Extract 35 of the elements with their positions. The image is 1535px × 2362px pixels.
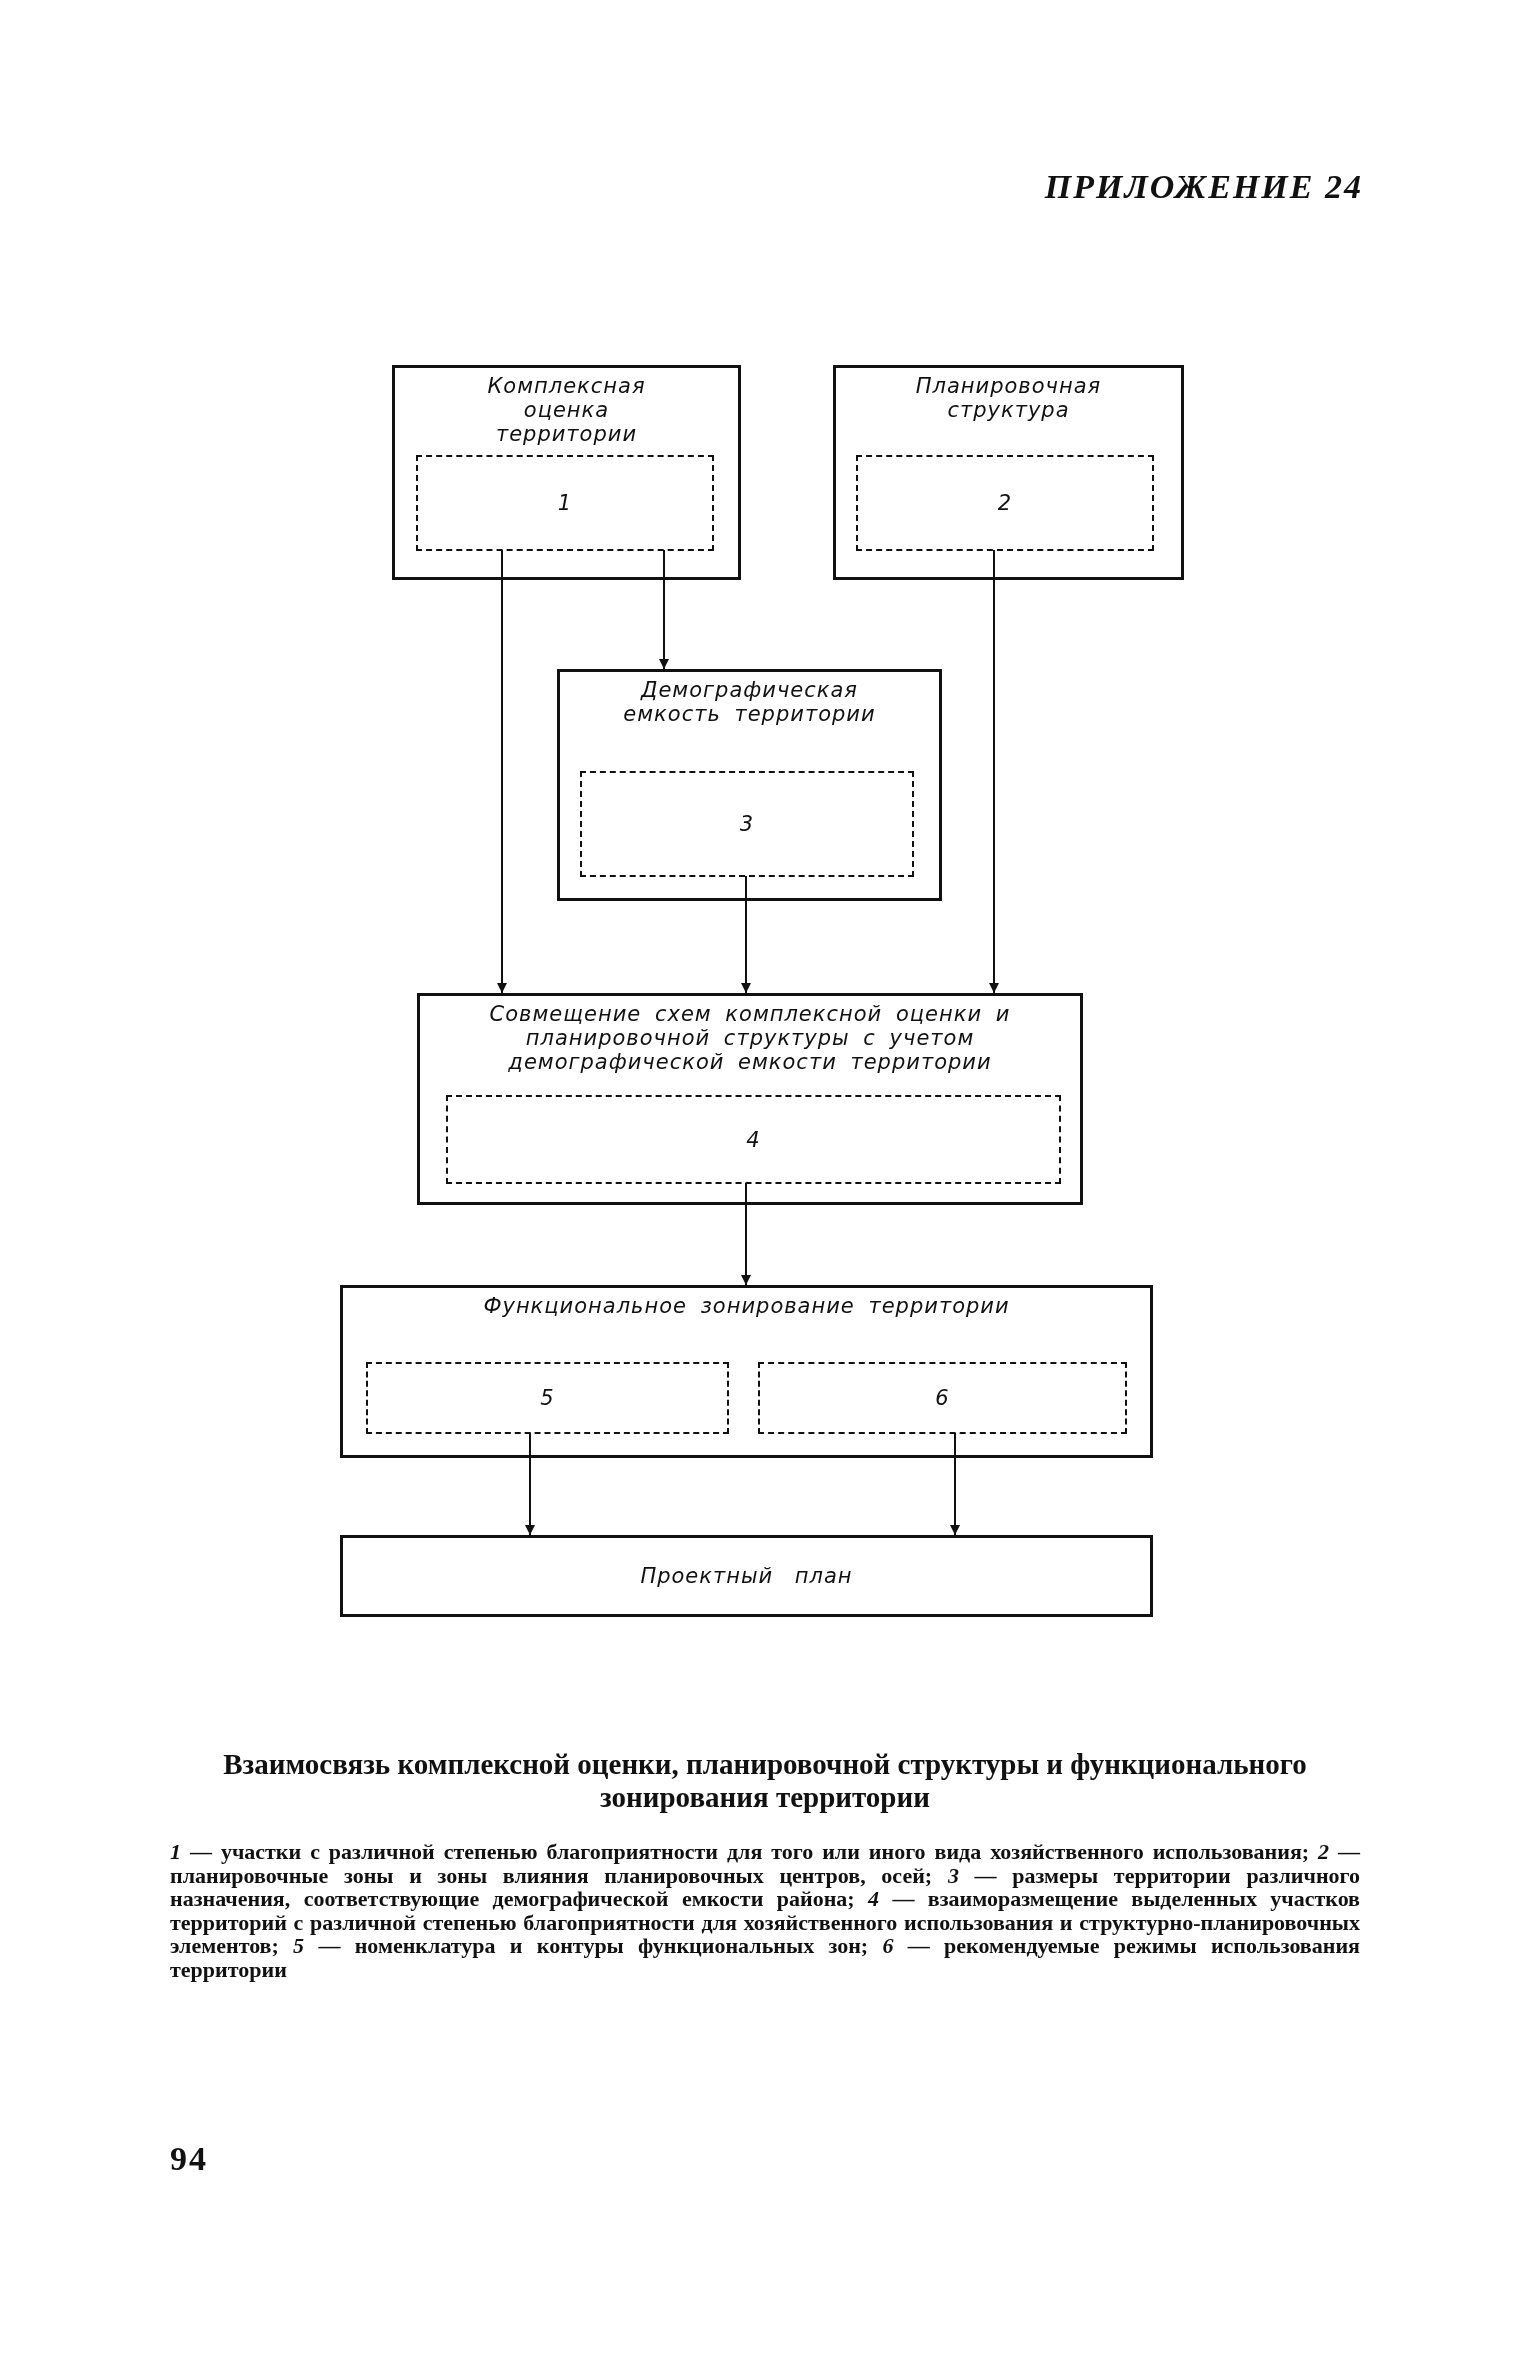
dashed-box <box>416 455 714 551</box>
arrow <box>525 1432 535 1536</box>
arrow <box>659 549 669 670</box>
box-heading: Совмещение схем комплексной оценки и планировочной структуры с учетом демографической емкости территории <box>488 1002 1012 1075</box>
box-text: Проектный план <box>640 1563 853 1589</box>
arrow <box>741 875 751 994</box>
number-label: 4 <box>746 1127 761 1152</box>
box-heading: Планировочная структура <box>914 374 1103 423</box>
dashed-box <box>758 1362 1127 1434</box>
process-box <box>557 669 942 901</box>
dashed-box <box>580 771 914 877</box>
dashed-box <box>856 455 1154 551</box>
number-label: 2 <box>997 490 1013 516</box>
process-box <box>340 1535 1153 1617</box>
process-box <box>340 1285 1153 1458</box>
box-heading: Комплексная оценка территории <box>486 374 647 447</box>
box-heading: Демографическая емкость территории <box>622 678 877 727</box>
figure-title: Взаимосвязь комплексной оценки, планировочной структуры и функционального зонирования территории <box>222 1748 1308 1815</box>
figure-caption: 1 — участки с различной степенью благоприятности для того или иного вида хозяйственного использования; 2 — планировочные зоны и зоны влияния планировочных центров, осей; 3 — размеры территории различного назначения, соответствующие демографической емкости района; 4 — взаиморазмещение выделенных участков территорий с различной степенью благоприятности для хозяйственного использования и структурно-планировочных элементов; 5 — номенклатура и контуры функциональных зон; 6 — рекомендуемые режимы использования территории <box>170 1840 1360 1982</box>
process-box <box>417 993 1083 1205</box>
dashed-box <box>446 1095 1061 1184</box>
dashed-box <box>366 1362 729 1434</box>
arrow <box>741 1182 751 1286</box>
appendix-heading: ПРИЛОЖЕНИЕ 24 <box>1044 168 1363 206</box>
process-box <box>392 365 741 580</box>
number-label: 6 <box>935 1385 950 1411</box>
page-number: 94 <box>170 2140 208 2178</box>
number-label: 3 <box>739 811 755 837</box>
box-heading: Функциональное зонирование территории <box>482 1294 1011 1319</box>
arrow <box>950 1432 960 1536</box>
number-label: 1 <box>557 490 573 516</box>
process-box <box>833 365 1184 580</box>
arrow <box>989 549 999 994</box>
number-label: 5 <box>540 1385 555 1411</box>
arrow <box>497 549 507 994</box>
